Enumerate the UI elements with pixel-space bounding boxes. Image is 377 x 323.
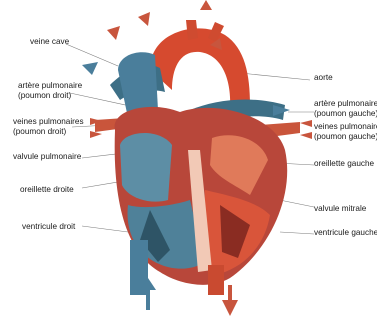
label-valvule-mitrale: valvule mitrale (314, 204, 366, 214)
right-atrium (120, 133, 172, 202)
label-oreillette-gauche: oreillette gauche (314, 159, 374, 169)
label-aorte: aorte (314, 73, 333, 83)
arrow-up-left-2 (138, 12, 150, 26)
arrow-vena-cava-down (82, 62, 98, 75)
arrow-up-left-1 (107, 26, 120, 40)
label-ventricule-gauche: ventricule gauche (314, 228, 377, 238)
arrow-up-center (200, 0, 212, 10)
label-veine-cave: veine cave (30, 37, 69, 47)
label-ventricule-droit: ventricule droit (22, 222, 75, 232)
aorta-shape (150, 28, 250, 110)
arrow-left-veins-2 (90, 131, 102, 138)
label-valvule-pulmonaire: valvule pulmonaire (13, 152, 81, 162)
label-artere-pulmonaire-gauche: artère pulmonaire (poumon gauche) (314, 99, 377, 119)
label-artere-pulmonaire-droit: artère pulmonaire (poumon droit) (18, 81, 82, 101)
descending-aorta (208, 265, 224, 295)
arrow-right-veins-2 (300, 132, 312, 139)
label-oreillette-droite: oreillette droite (20, 185, 74, 195)
label-veines-pulmonaires-droit: veines pulmonaires (poumon droit) (13, 117, 84, 137)
arrow-right-veins-1 (300, 120, 312, 127)
label-veines-pulmonaires-gauche: veines pulmonaires (poumon gauche) (314, 122, 377, 142)
